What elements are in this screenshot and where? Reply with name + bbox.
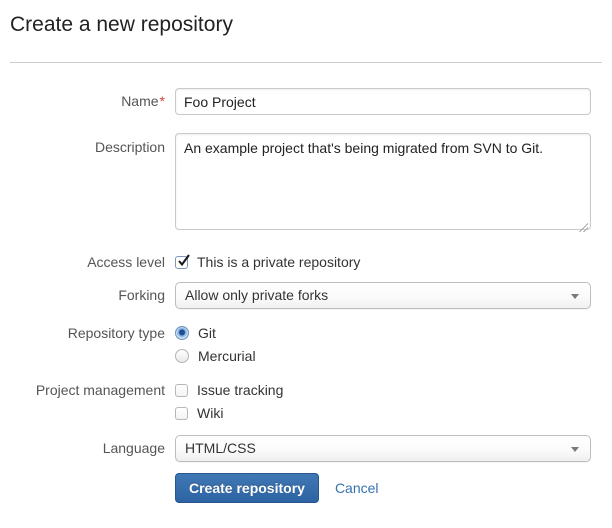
wiki-label: Wiki <box>197 405 224 421</box>
checkmark-icon <box>178 253 190 266</box>
repository-type-label: Repository type <box>67 325 165 341</box>
repository-type-row: Repository type Git Mercurial <box>10 324 602 365</box>
git-radio[interactable] <box>175 326 189 340</box>
create-repository-form: Name* Description An example project tha… <box>10 88 602 503</box>
issue-tracking-option[interactable]: Issue tracking <box>175 381 591 399</box>
description-label: Description <box>94 139 165 155</box>
dropdown-arrow-icon <box>571 447 579 452</box>
repository-type-option-mercurial[interactable]: Mercurial <box>175 347 591 365</box>
language-label: Language <box>102 440 165 456</box>
access-level-row: Access level This is a private repositor… <box>10 253 602 271</box>
language-select[interactable]: HTML/CSS <box>175 435 591 462</box>
mercurial-radio-label: Mercurial <box>198 348 256 364</box>
repository-type-option-git[interactable]: Git <box>175 324 591 342</box>
language-row: Language HTML/CSS <box>10 435 602 462</box>
description-textarea[interactable]: An example project that's being migrated… <box>175 133 591 230</box>
dropdown-arrow-icon <box>571 294 579 299</box>
create-repository-page: Create a new repository Name* Descriptio… <box>0 12 612 503</box>
title-divider <box>10 62 602 63</box>
create-repository-button[interactable]: Create repository <box>175 473 319 503</box>
cancel-link[interactable]: Cancel <box>334 480 379 496</box>
description-row: Description An example project that's be… <box>10 133 602 235</box>
name-row: Name* <box>10 88 602 115</box>
mercurial-radio[interactable] <box>175 349 189 363</box>
git-radio-label: Git <box>198 325 216 341</box>
project-management-row: Project management Issue tracking Wiki <box>10 381 602 422</box>
private-repository-option[interactable]: This is a private repository <box>175 253 591 271</box>
required-asterisk: * <box>159 93 165 109</box>
project-management-label: Project management <box>35 382 165 398</box>
forking-label: Forking <box>118 287 165 303</box>
wiki-checkbox[interactable] <box>175 406 188 420</box>
forking-row: Forking Allow only private forks <box>10 282 602 309</box>
language-selected-value: HTML/CSS <box>185 440 256 456</box>
issue-tracking-checkbox[interactable] <box>175 383 188 397</box>
wiki-option[interactable]: Wiki <box>175 404 591 422</box>
actions-row: Create repository Cancel <box>10 473 602 503</box>
page-title: Create a new repository <box>10 13 233 36</box>
name-label: Name* <box>121 93 165 109</box>
name-input[interactable] <box>175 88 591 115</box>
issue-tracking-label: Issue tracking <box>197 382 284 398</box>
resize-handle-icon[interactable] <box>579 223 588 232</box>
access-level-label: Access level <box>87 254 165 270</box>
private-repository-checkbox[interactable] <box>175 253 190 269</box>
forking-select[interactable]: Allow only private forks <box>175 282 591 309</box>
private-repository-label: This is a private repository <box>197 254 361 270</box>
forking-selected-value: Allow only private forks <box>185 287 329 303</box>
